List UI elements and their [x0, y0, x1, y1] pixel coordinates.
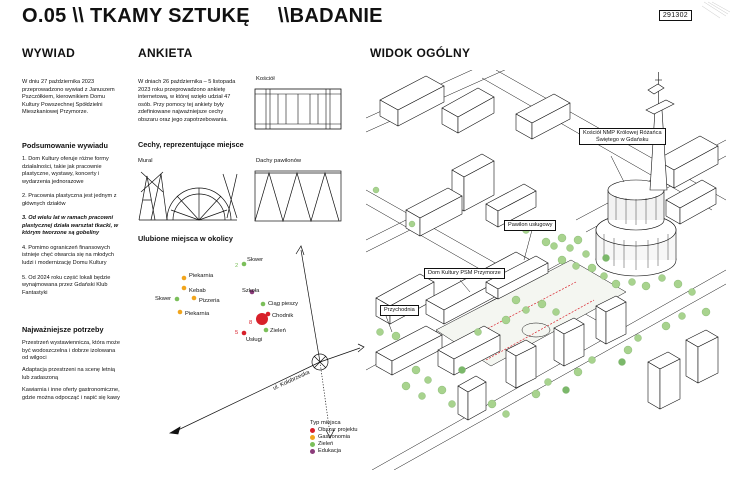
buildings	[375, 75, 719, 421]
legend-label: Gastronomia	[318, 433, 351, 440]
finding-item: 2. Pracownia plastyczna jest jednym z gł…	[22, 193, 117, 207]
map-label: 8	[249, 320, 252, 326]
map-label: Szkoła	[242, 288, 260, 294]
map-label: Kebab	[189, 288, 206, 294]
callout-church: Kościół NMP Królowej Różańca Świętego w …	[579, 128, 666, 146]
survey-heading: ANKIETA	[138, 46, 193, 60]
places-heading: Ulubione miejsca w okolicy	[138, 234, 233, 243]
place-marker	[241, 261, 247, 267]
page-title-sub: \\BADANIE	[277, 5, 383, 27]
place-marker	[260, 301, 266, 307]
place-marker	[177, 309, 183, 315]
church-label: Kościół	[256, 76, 275, 82]
finding-item: 5. Od 2024 roku część lokali będzie wyna…	[22, 274, 111, 296]
mural-label: Mural	[138, 158, 153, 164]
place-marker	[174, 296, 180, 302]
need-item: Adaptacja przestrzeni na scenę letnią lu…	[22, 367, 115, 381]
interview-intro: W dniu 27 października 2023 przeprowadzo…	[22, 79, 115, 116]
trees	[372, 186, 711, 418]
map-label: Zieleń	[270, 328, 286, 334]
features-heading: Cechy, reprezentujące miejsce	[138, 140, 244, 149]
place-marker	[181, 285, 187, 291]
legend-label: Edukacja	[318, 447, 342, 454]
needs-heading: Najważniejsze potrzeby	[22, 325, 104, 334]
church-building	[595, 72, 677, 277]
legend-swatch	[310, 448, 315, 454]
overview-heading: WIDOK OGÓLNY	[370, 46, 471, 60]
site-axonometry	[366, 70, 726, 470]
map-roads	[168, 245, 365, 439]
map-label: Piekarnia	[185, 311, 210, 317]
street-label: ul. Kołobrzeska	[272, 369, 311, 392]
legend-title: Typ miejsca	[310, 420, 341, 426]
legend-item: Edukacja	[310, 448, 357, 455]
locality-map: 2 Skwer Piekarnia Kebab Pizzeria Skwer P…	[155, 245, 365, 439]
legend-item: Gastronomia	[310, 434, 357, 441]
interview-summary-heading: Podsumowanie wywiadu	[22, 141, 108, 150]
place-marker	[249, 289, 255, 295]
corner-stamp	[701, 1, 730, 19]
interview-findings-list: 1. Dom Kultury oferuje różne formy dział…	[22, 156, 120, 304]
legend-item: Obszar projektu	[310, 427, 357, 434]
place-marker	[191, 295, 197, 301]
map-label: Pizzeria	[199, 298, 220, 304]
finding-item: 1. Dom Kultury oferuje różne formy dział…	[22, 156, 109, 185]
roofs-sketch	[254, 170, 342, 222]
callout-pavilion: Pawilon usługowy	[504, 220, 557, 231]
legend-item: Zieleń	[310, 441, 357, 448]
place-marker	[263, 327, 269, 333]
map-label: 2	[235, 263, 238, 269]
roofs-label: Dachy pawilonów	[256, 158, 302, 164]
map-label: Piekarnia	[189, 273, 214, 279]
map-label: Chodnik	[272, 313, 293, 319]
map-label: Skwer	[247, 257, 263, 263]
finding-item: 4. Pomimo ograniczeń finansowych istniej…	[22, 244, 115, 267]
need-item: Przestrzeń wystawiennicza, która może by…	[22, 340, 120, 362]
place-marker	[265, 311, 271, 317]
legend-swatch	[310, 427, 315, 433]
callout-leaders	[385, 155, 625, 333]
page-title-main: O.05 \\ TKAMY SZTUKĘ	[22, 5, 250, 27]
place-marker	[181, 275, 187, 281]
legend-label: Zieleń	[318, 440, 334, 447]
place-marker	[241, 330, 247, 336]
map-label: 5	[235, 330, 238, 336]
callout-clinic: Przychodnia	[380, 305, 419, 316]
map-markers	[174, 261, 271, 336]
map-label: Ciąg pieszy	[268, 301, 298, 307]
map-legend: Typ miejsca Obszar projektu Gastronomia …	[310, 420, 357, 455]
callout-culture: Dom Kultury PSM Przymorze	[424, 268, 505, 279]
survey-intro: W dniach 26 października – 5 listopada 2…	[138, 79, 236, 123]
legend-swatch	[310, 441, 315, 447]
finding-item: 3. Od wielu lat w ramach pracowni plasty…	[22, 215, 119, 237]
legend-swatch	[310, 434, 315, 440]
map-label: Skwer	[155, 296, 171, 302]
need-item: Kawiarnia i inne oferty gastronomiczne, …	[22, 387, 120, 401]
interview-heading: WYWIAD	[22, 46, 76, 60]
church-sketch	[254, 88, 342, 130]
legend-label: Obszar projektu	[318, 427, 358, 433]
place-marker	[256, 313, 268, 325]
page-title: O.05 \\ TKAMY SZTUKĘ \\BADANIE	[22, 5, 383, 28]
sheet-code: 291302	[658, 10, 692, 21]
mural-sketch	[138, 171, 238, 221]
map-label: Usługi	[246, 337, 262, 343]
